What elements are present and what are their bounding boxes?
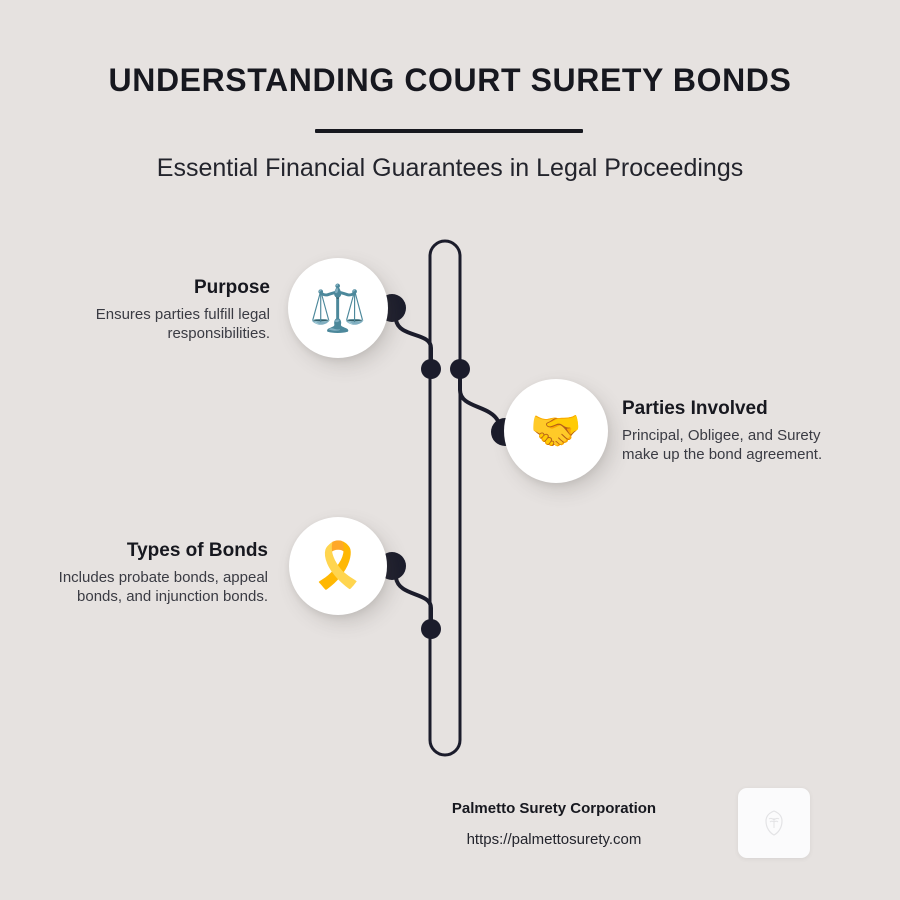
block-body-types: Includes probate bonds, appeal bonds, an… [58,569,268,606]
block-heading-types: Types of Bonds [126,540,268,561]
icon-circle-types: 🎗️ [289,517,387,615]
content-block-purpose: Purpose Ensures parties fulfill legal re… [38,277,270,343]
footer-company-name: Palmetto Surety Corporation [451,800,657,817]
content-block-types: Types of Bonds Includes probate bonds, a… [48,540,268,606]
certificate-seal-icon: 🎗️ [310,541,366,590]
branch-types [392,566,433,631]
branch-parties [458,367,505,432]
palmetto-logo-icon [765,810,783,836]
footer-website-url[interactable]: https://palmettosurety.com [466,831,642,848]
handshake-icon: 🤝 [529,407,583,454]
page-subtitle: Essential Financial Guarantees in Legal … [156,154,744,182]
node-rail-types [421,619,441,639]
node-rail-parties [450,359,470,379]
content-block-parties: Parties Involved Principal, Obligee, and… [622,398,848,464]
icon-circle-purpose: ⚖️ [288,258,388,358]
block-body-purpose: Ensures parties fulfill legal responsibi… [95,306,270,343]
branch-purpose [392,308,433,371]
page-title: UNDERSTANDING COURT SURETY BONDS [108,62,792,98]
footer-logo-card [738,788,810,858]
block-body-parties: Principal, Obligee, and Surety make up t… [622,427,823,464]
icon-circle-parties: 🤝 [504,379,608,483]
node-rail-purpose [421,359,441,379]
balance-scale-icon: ⚖️ [309,282,367,334]
block-heading-parties: Parties Involved [622,398,768,419]
central-rail [428,239,462,757]
title-divider [315,129,583,133]
block-heading-purpose: Purpose [193,277,270,298]
